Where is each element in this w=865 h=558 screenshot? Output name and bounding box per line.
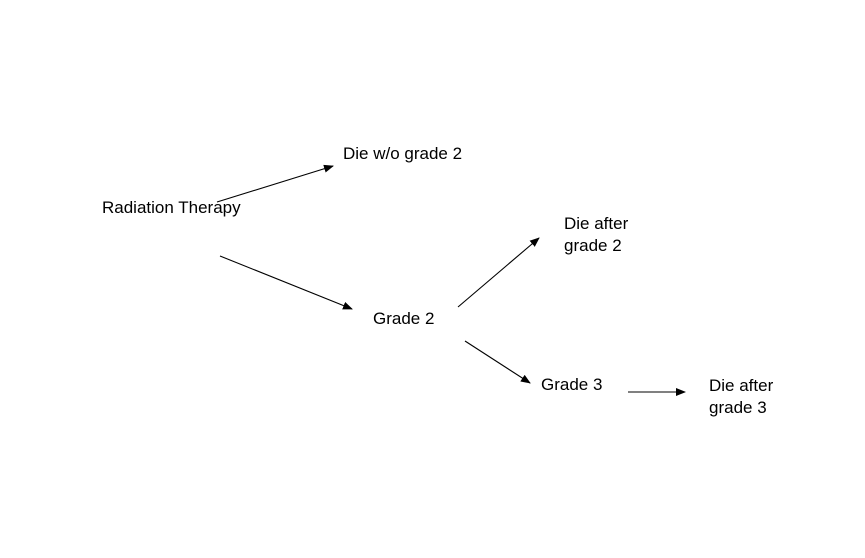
- node-die-without-grade2: Die w/o grade 2: [343, 143, 462, 165]
- arrow-grade2-to-grade3: [464, 340, 531, 384]
- arrow-radiation-to-grade2: [219, 255, 353, 310]
- node-die-after-grade3: Die after grade 3: [709, 375, 773, 419]
- node-label: Radiation Therapy: [102, 198, 241, 217]
- node-die-after-grade2: Die after grade 2: [564, 213, 628, 257]
- node-label: Grade 3: [541, 375, 603, 394]
- arrow-grade2-to-die-after-grade2: [457, 237, 540, 308]
- node-label-line2: grade 2: [564, 236, 622, 255]
- node-label-line1: Die after: [709, 376, 774, 395]
- node-label: Die w/o grade 2: [343, 144, 463, 163]
- node-radiation-therapy: Radiation Therapy: [102, 197, 241, 219]
- node-label-line2: grade 3: [709, 398, 767, 417]
- node-label-line1: Die after: [564, 214, 629, 233]
- node-label: Grade 2: [373, 309, 435, 328]
- node-grade2: Grade 2: [373, 308, 434, 330]
- arrow-radiation-to-die-without-grade2: [216, 164, 334, 203]
- node-grade3: Grade 3: [541, 374, 602, 396]
